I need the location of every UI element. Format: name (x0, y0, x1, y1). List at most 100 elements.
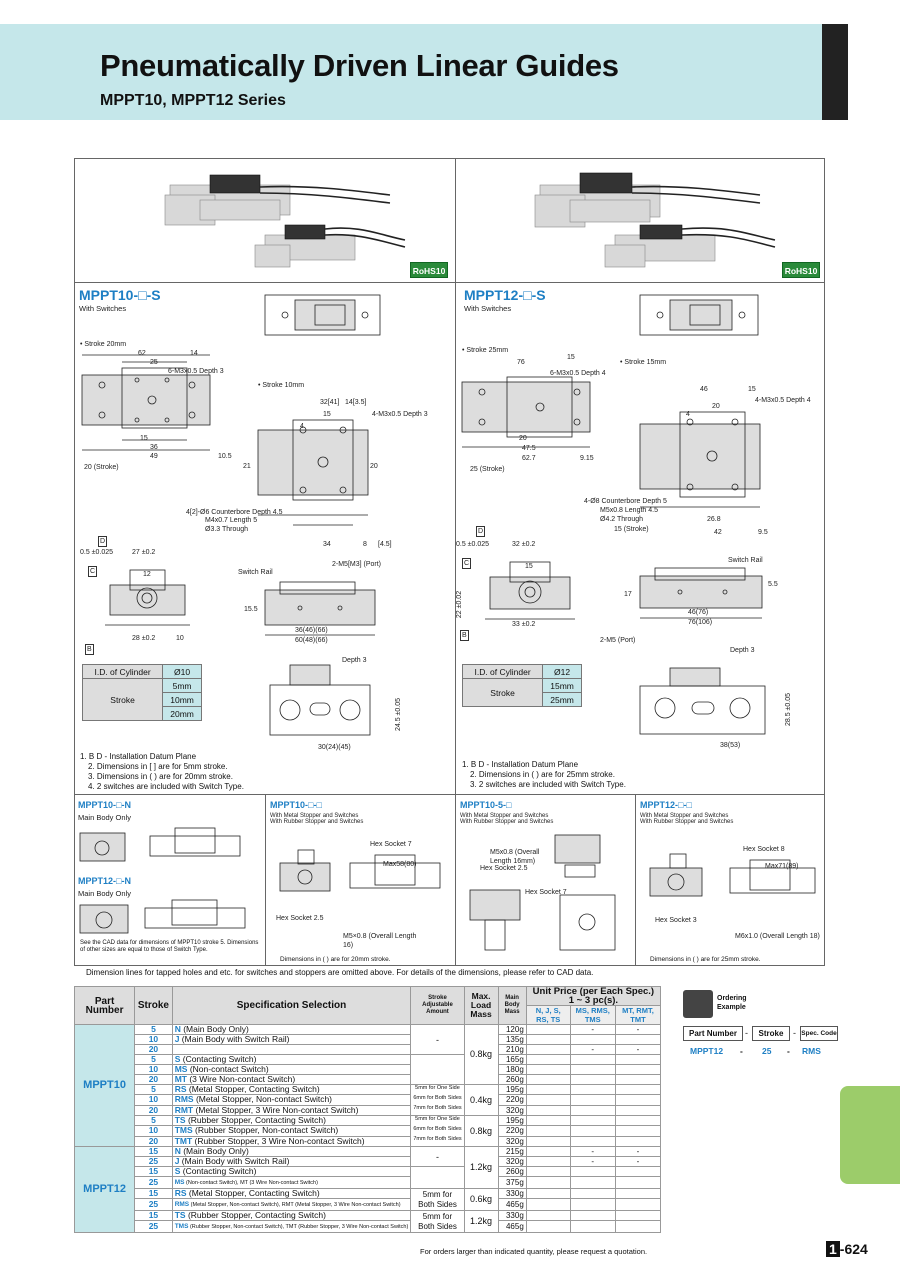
max-load-cell: 0.6kg (463, 1188, 499, 1211)
spec-cell: RMS (Metal Stopper, Non-contact Switch) (171, 1094, 412, 1106)
stroke-header: Stroke (81, 678, 164, 721)
datum-d: D (98, 536, 108, 547)
stroke-cell: 20 (134, 1044, 173, 1055)
price-cell: - (569, 1044, 616, 1055)
ordering-label: Ordering Example (717, 995, 747, 1011)
spec-code: S (174, 1054, 181, 1064)
variant-d-title: MPPT10-5-□ (460, 800, 512, 810)
dim-20b: 20 (519, 435, 527, 442)
dim-5-5: 5.5 (768, 581, 778, 588)
stroke-value: 15mm (542, 678, 582, 693)
mppt12-stroke-label: 25 (Stroke) (470, 466, 505, 473)
price-cell (569, 1094, 616, 1106)
stroke-cell: 5 (134, 1024, 173, 1035)
variant-a-drawing (79, 827, 241, 862)
price-cell (614, 1034, 662, 1045)
note-line: 2. Dimensions in [ ] are for 5mm stroke. (88, 762, 228, 771)
price-cell (525, 1024, 571, 1035)
price-cell (525, 1044, 571, 1055)
body-mass-cell: 465g (497, 1220, 527, 1233)
mppt10-side-view (264, 581, 376, 636)
mppt12-s-subtitle: With Switches (464, 304, 512, 313)
header-stroke: Stroke (134, 986, 173, 1025)
ord-sep: - (787, 1046, 790, 1056)
spec-table: Part Number Stroke Specification Selecti… (73, 986, 662, 1233)
spec-code: RMS (174, 1201, 190, 1208)
spec-code: J (174, 1156, 180, 1166)
mppt10-thru: Ø3.3 Through (205, 526, 249, 533)
price-cell (614, 1210, 662, 1221)
header-max-load: Max. Load Mass (463, 986, 499, 1025)
spec-cell: RS (Metal Stopper, Contacting Switch) (171, 1083, 412, 1096)
page-subtitle: MPPT10, MPPT12 Series (100, 92, 286, 109)
spec-footnote: For orders larger than indicated quantit… (420, 1247, 648, 1256)
spec-cell: TMS (Rubber Stopper, Non-contact Switch)… (171, 1220, 412, 1233)
m5-length: M5×0.8 (Overall Length 16) (343, 933, 417, 949)
price-cell: - (614, 1044, 662, 1055)
body-mass-cell: 220g (497, 1094, 527, 1106)
adj-line: 7mm for Both Sides (413, 1105, 462, 1111)
header-part-number: Part Number (73, 986, 136, 1025)
dim-0-5b: 0.5 ±0.025 (456, 541, 490, 548)
stroke-value: 25mm (542, 692, 582, 707)
dim-47-5: 47.5 (522, 445, 536, 452)
variant-c-drawing (279, 849, 441, 892)
dim-len4: 76(106) (688, 619, 713, 626)
spec-desc: (Rubber Stopper, 3 Wire Non-contact Swit… (192, 1135, 365, 1146)
dim-4-5: [4.5] (378, 541, 392, 548)
ord-box-stroke: Stroke (752, 1026, 790, 1041)
dim-14b: 14[3.5] (345, 399, 367, 406)
dim-15: 15 (140, 435, 148, 442)
price-cell (569, 1210, 616, 1221)
spec-desc: (Contacting Switch) (180, 1054, 257, 1064)
price-cell (525, 1083, 571, 1096)
max-load-cell: 1.2kg (463, 1146, 499, 1189)
stroke-cell: 15 (134, 1188, 173, 1199)
section-tab[interactable] (840, 1086, 900, 1184)
price-cell (614, 1198, 662, 1211)
body-mass-cell: 260g (497, 1166, 527, 1177)
dim-27: 27 ±0.2 (132, 549, 156, 556)
price-cell (525, 1074, 571, 1085)
header-banner (0, 24, 840, 120)
adj-line: 7mm for Both Sides (413, 1136, 462, 1142)
stroke-cell: 15 (134, 1210, 173, 1221)
spec-code: RMS (174, 1094, 194, 1105)
adjustable-cell: - (410, 1024, 465, 1055)
mppt12-cbore: 4-Ø8 Counterbore Depth 5 (584, 498, 667, 505)
dim-38: 38(53) (720, 742, 741, 749)
dim-22: 22 ±0.02 (456, 590, 464, 619)
price-cell (525, 1125, 571, 1137)
spec-cell: N (Main Body Only) (171, 1024, 412, 1035)
adj-line: Both Sides (418, 1221, 457, 1231)
price-cell: - (569, 1156, 616, 1167)
cyl-id-value: Ø12 (542, 664, 582, 679)
variant-e-sub: With Metal Stopper and Switches With Rub… (640, 813, 734, 825)
price-cell (614, 1054, 662, 1065)
dim-17: 17 (624, 591, 632, 598)
mppt12-m5: M5x0.8 Length 4.5 (600, 507, 658, 514)
mppt10-tap-label: 6-M3x0.5 Depth 3 (168, 368, 224, 375)
price-cell (525, 1166, 571, 1177)
mppt12-notes: 1. B D - Installation Datum Plane 2. Dim… (462, 760, 626, 790)
price-cell: - (614, 1024, 662, 1035)
cad-note: See the CAD data for dimensions of MPPT1… (80, 940, 259, 953)
mppt10-switch-rail: Switch Rail (238, 569, 273, 576)
dim-15d: 15 (748, 386, 756, 393)
spec-desc: (Metal Stopper, Contacting Switch) (186, 1084, 320, 1095)
price-cell (525, 1146, 571, 1157)
stroke-cell: 10 (134, 1064, 173, 1075)
price-cell: - (614, 1156, 662, 1167)
price-cell (614, 1064, 662, 1075)
stroke-value: 10mm (162, 692, 202, 707)
mppt10-stroke-label: 20 (Stroke) (84, 464, 119, 471)
body-mass-cell: 180g (497, 1064, 527, 1075)
price-cell (525, 1104, 571, 1117)
page-book: 1 (826, 1241, 840, 1257)
